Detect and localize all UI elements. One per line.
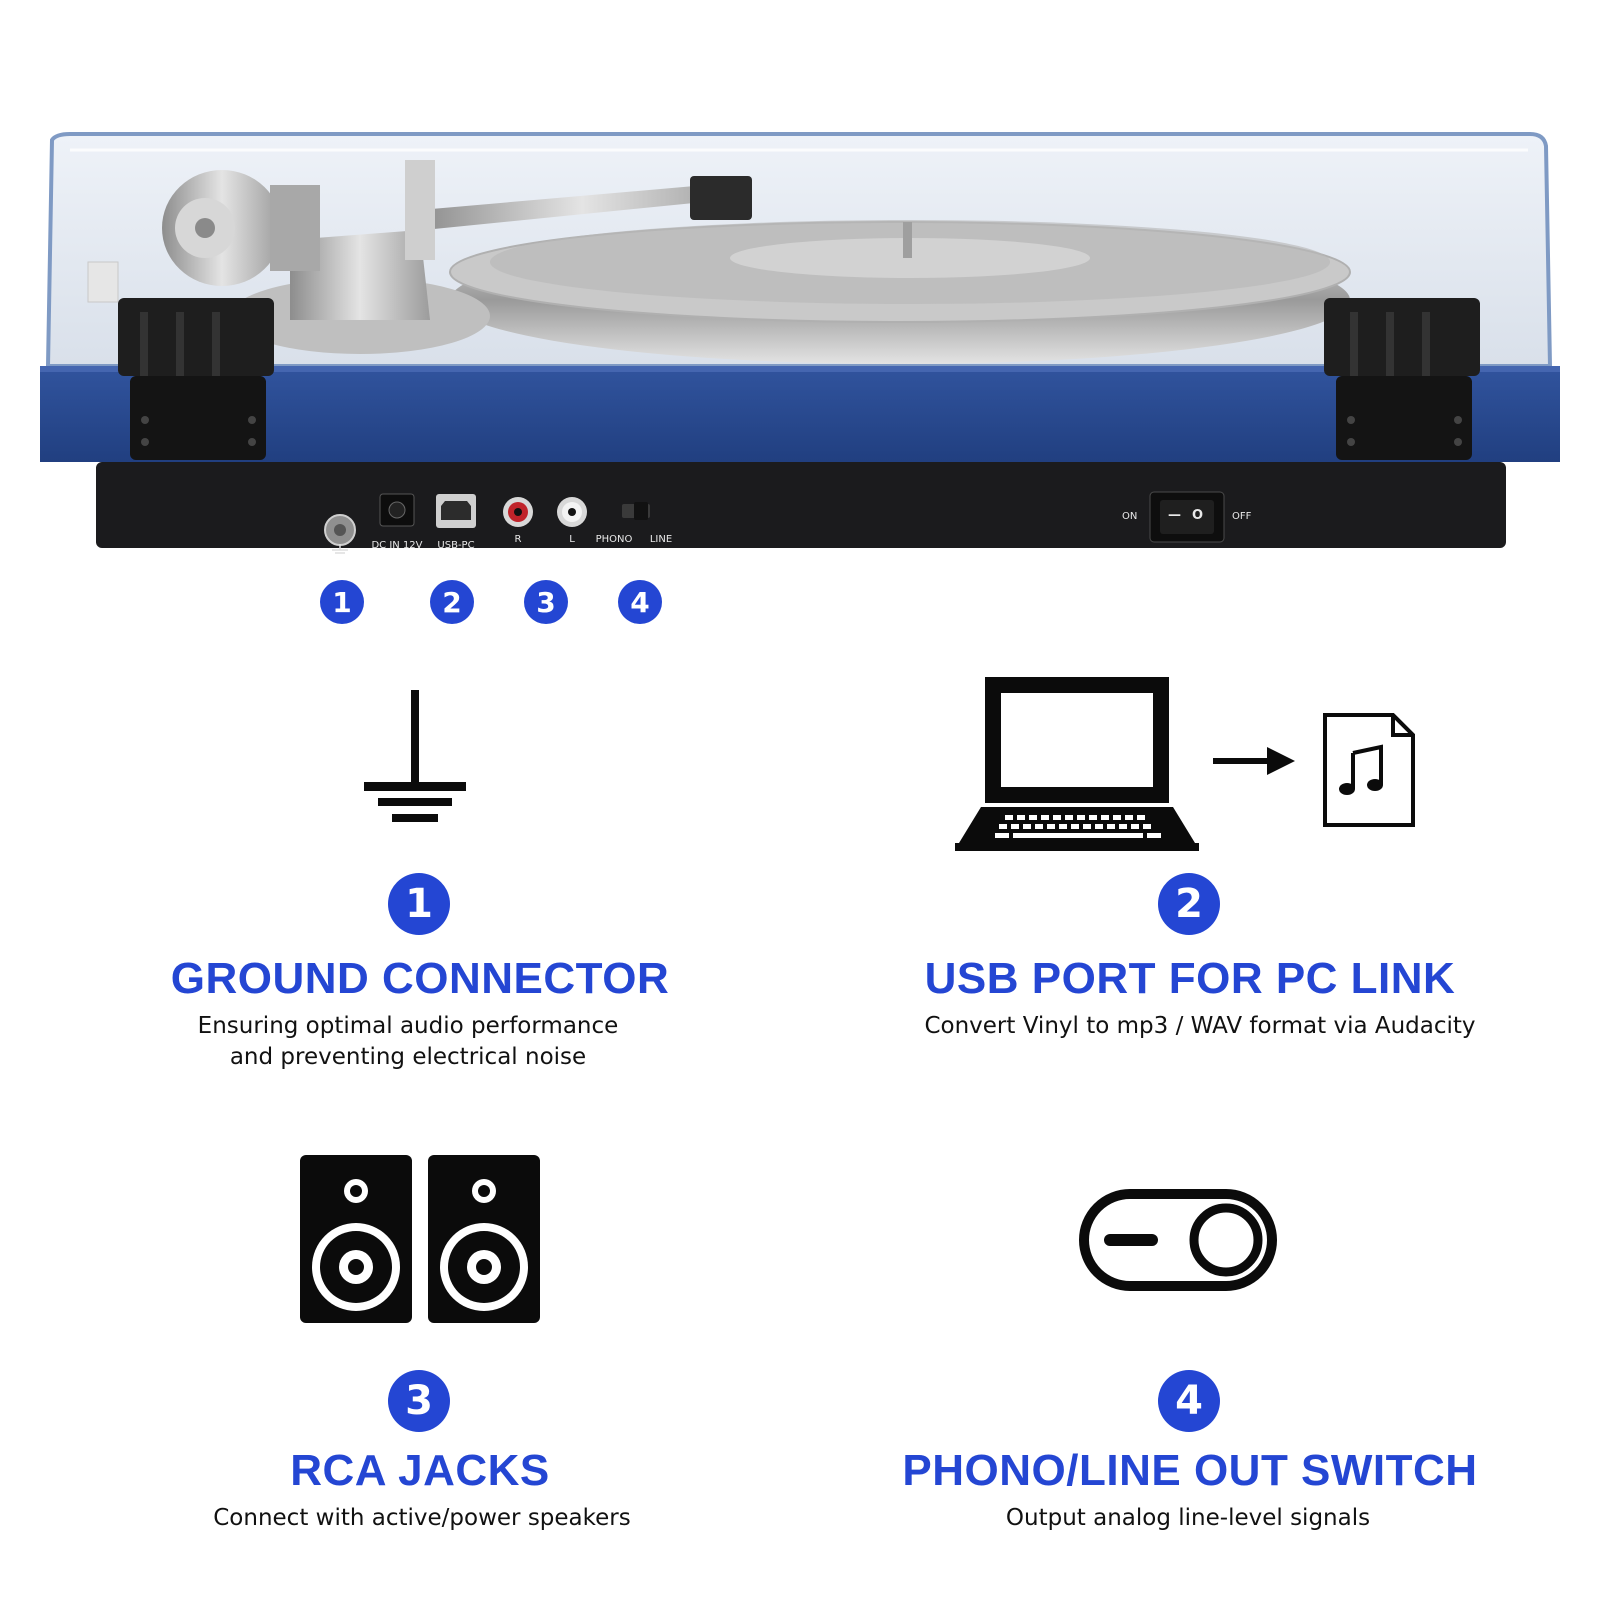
feature-3-description: Connect with active/power speakers [213,1505,631,1531]
rca-left-label: L [569,534,575,545]
back-panel [96,462,1506,548]
power-on-symbol: — [1168,508,1181,523]
feature-4-number: 4 [1158,1370,1220,1432]
power-on-label: ON [1122,511,1138,522]
feature-1-number: 1 [388,873,450,935]
marker-1: 1 [320,580,364,624]
line-label: LINE [649,534,673,545]
speaker-left-icon [300,1155,412,1323]
feature-1-description-line-1: Ensuring optimal audio performance [197,1013,619,1039]
laptop-icon [955,677,1199,851]
feature-2-description: Convert Vinyl to mp3 / WAV format via Au… [924,1013,1476,1039]
feature-2-number: 2 [1158,873,1220,935]
turntable-illustration [40,132,1560,554]
speakers-icon [300,1155,540,1323]
power-off-label: OFF [1232,511,1252,522]
phono-line-slide-switch [622,502,650,520]
rca-right-jack [503,497,533,527]
arrow-right-icon [1213,747,1295,775]
left-hinge [118,298,274,460]
marker-2: 2 [430,580,474,624]
feature-4-description: Output analog line-level signals [1005,1505,1371,1531]
dc-in-jack [379,493,415,527]
toggle-switch-icon [1079,1189,1277,1291]
music-file-icon [1323,713,1415,827]
feature-4-title: PHONO/LINE OUT SWITCH [902,1446,1478,1495]
tonearm [87,160,752,354]
marker-4: 4 [618,580,662,624]
power-rocker-switch [1149,491,1225,543]
ground-terminal [324,514,356,554]
usb-b-port [436,494,476,528]
feature-3-number: 3 [388,1370,450,1432]
speaker-right-icon [428,1155,540,1323]
dc-in-label: DC IN 12V [371,540,423,551]
feature-3-title: RCA JACKS [290,1446,550,1495]
power-off-symbol: O [1192,508,1204,523]
laptop-to-music-file-icon [955,677,1415,851]
ground-icon [364,690,466,822]
platter [449,220,1351,364]
usb-pc-label: USB-PC [437,540,475,551]
feature-1-description-line-2: and preventing electrical noise [229,1044,587,1070]
rca-right-label: R [514,534,522,545]
right-hinge [1324,298,1480,460]
rca-left-jack [557,497,587,527]
phono-label: PHONO [595,534,633,545]
marker-3: 3 [524,580,568,624]
feature-2-title: USB PORT FOR PC LINK [924,954,1456,1003]
feature-1-title: GROUND CONNECTOR [170,954,670,1003]
plinth [40,366,1560,462]
